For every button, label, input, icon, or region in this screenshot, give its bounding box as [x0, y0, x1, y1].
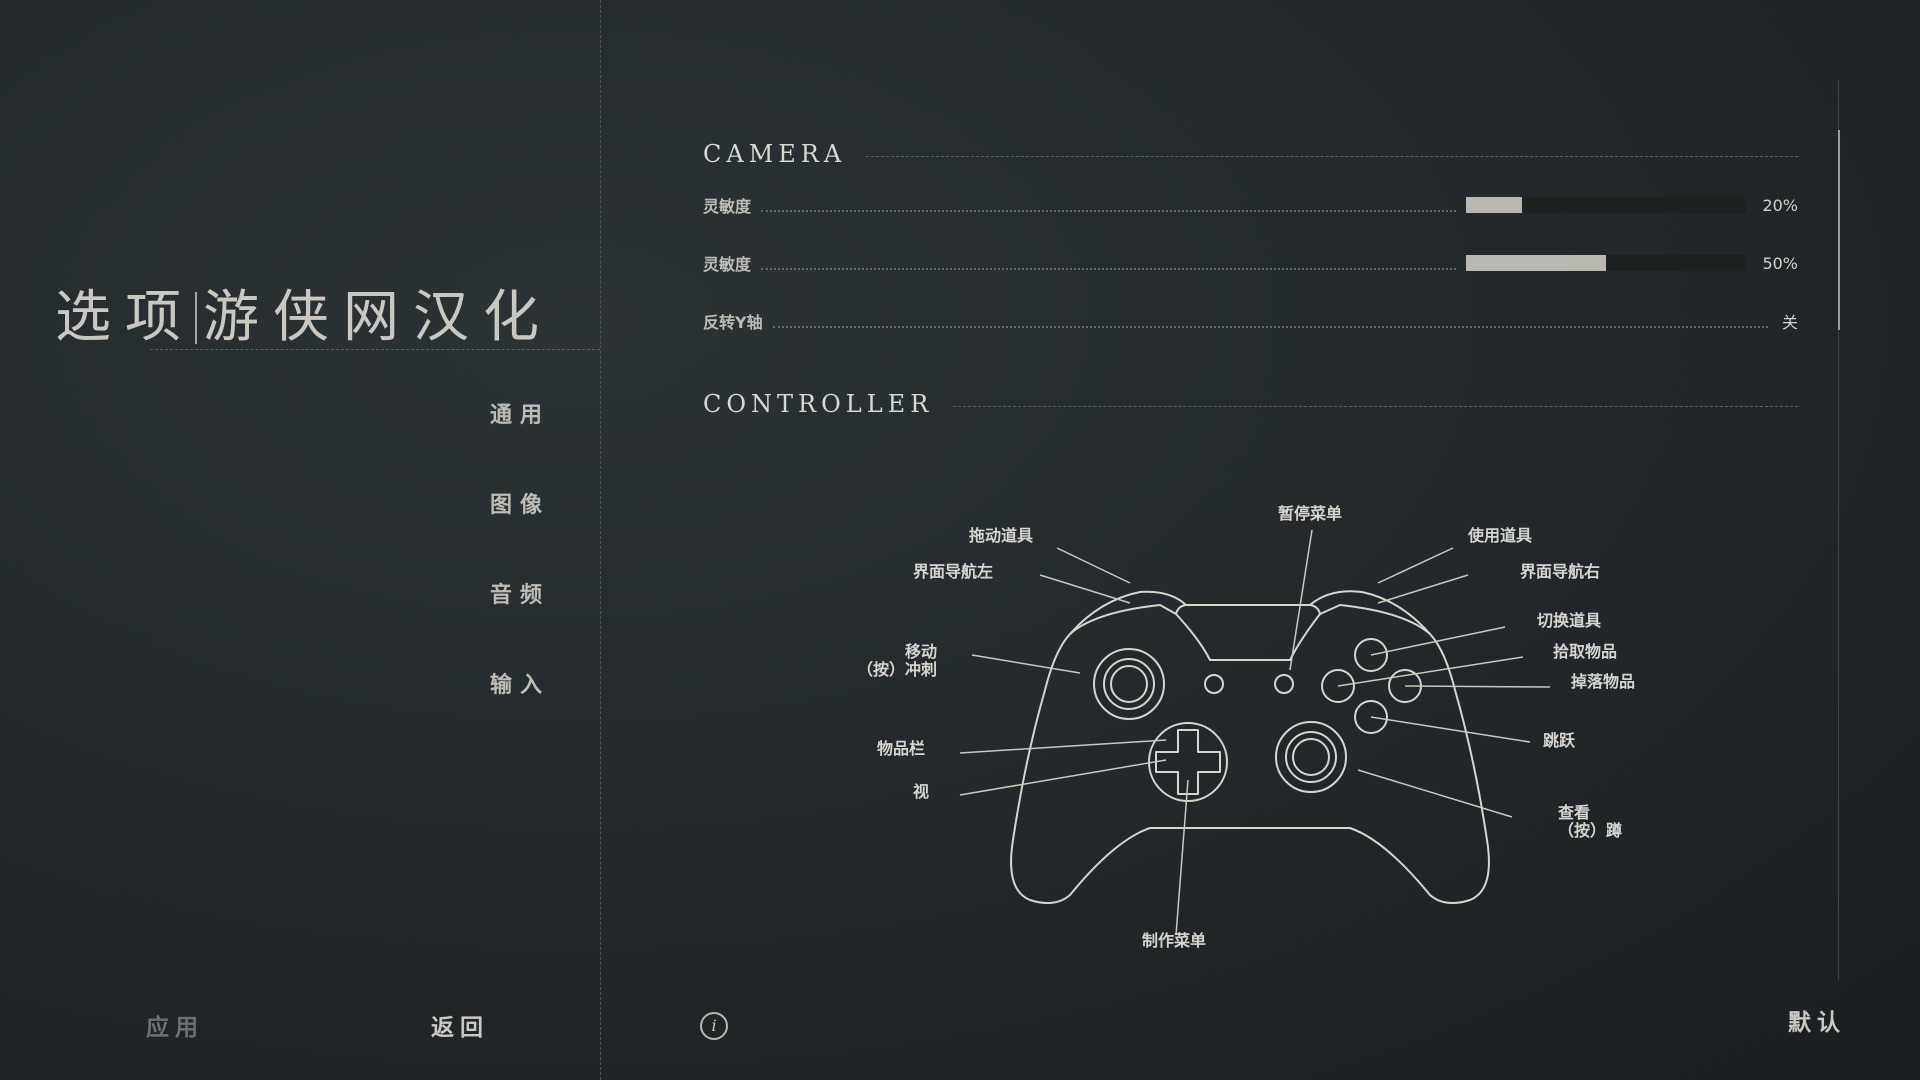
- right-stick-mid: [1285, 731, 1337, 783]
- leader-line: [1404, 685, 1551, 688]
- camera-section-header: CAMERA: [703, 140, 1798, 168]
- face-button-b: [1388, 669, 1422, 703]
- controller-section-header: CONTROLLER: [703, 390, 1798, 418]
- dpad-ring: [1148, 722, 1228, 802]
- slider-value: 50%: [1762, 253, 1798, 273]
- menu-button: [1274, 674, 1294, 694]
- setting-label: 反转Y轴: [703, 313, 763, 332]
- label-use-item: 使用道具: [1468, 526, 1533, 545]
- leader-line: [971, 654, 1081, 674]
- title-rule: [150, 349, 600, 350]
- title-separator: [195, 292, 197, 344]
- slider-value: 20%: [1762, 195, 1798, 215]
- camera-sensitivity-row-2[interactable]: 灵敏度 50%: [703, 248, 1798, 278]
- label-ui-nav-right: 界面导航右: [1520, 562, 1601, 581]
- label-move: 移动 （按）冲刺: [857, 643, 937, 679]
- label-look-line: 查看: [1558, 803, 1591, 822]
- label-pause-menu: 暂停菜单: [1278, 504, 1343, 523]
- label-crouch-line: （按）蹲: [1558, 821, 1623, 840]
- nav-item-graphics[interactable]: 图像: [489, 493, 550, 518]
- right-bumper: [1309, 590, 1431, 635]
- toggle-value[interactable]: 关: [1781, 313, 1798, 332]
- label-move-line: 移动: [904, 642, 937, 661]
- view-button: [1204, 674, 1224, 694]
- label-view: 视: [912, 782, 929, 801]
- controller-top-panel: [1185, 604, 1321, 615]
- info-icon[interactable]: i: [700, 1012, 728, 1040]
- leader-line: [1056, 547, 1131, 584]
- label-drop-item: 掉落物品: [1571, 672, 1636, 691]
- leader-line: [1175, 779, 1189, 936]
- leader-line: [959, 759, 1167, 796]
- setting-label: 灵敏度: [703, 255, 752, 274]
- page-title-main: 选项: [55, 285, 195, 350]
- sidebar-divider: [600, 0, 601, 1080]
- sidebar-nav: 通用 图像 音频 输入: [490, 398, 550, 758]
- invert-y-row[interactable]: 反转Y轴 关: [703, 306, 1798, 336]
- label-drag-item: 拖动道具: [968, 526, 1033, 545]
- left-bumper: [1069, 590, 1187, 635]
- page-title: 选项游侠网汉化: [55, 272, 553, 353]
- sensitivity-slider-1[interactable]: [1466, 197, 1746, 213]
- left-stick-mid: [1103, 658, 1155, 710]
- apply-button[interactable]: 应用: [146, 1015, 204, 1041]
- dotted-leader: [761, 268, 1456, 270]
- right-stick-inner: [1292, 738, 1330, 776]
- slider-fill: [1466, 197, 1522, 213]
- dotted-leader: [772, 326, 1768, 328]
- leader-line: [1357, 769, 1513, 818]
- label-pickup-item: 拾取物品: [1553, 642, 1618, 661]
- default-button[interactable]: 默认: [1788, 1010, 1846, 1036]
- leader-line: [1377, 574, 1469, 604]
- leader-line: [1289, 529, 1313, 671]
- label-craft-menu: 制作菜单: [1142, 931, 1207, 950]
- controller-body: [1010, 604, 1490, 905]
- controller-top-panel: [1175, 604, 1187, 615]
- scroll-track: [1838, 80, 1839, 980]
- label-look: 查看 （按）蹲: [1558, 804, 1622, 840]
- left-stick-inner: [1110, 665, 1148, 703]
- label-ui-nav-left: 界面导航左: [912, 562, 993, 581]
- leader-line: [1337, 656, 1524, 687]
- camera-section-title: CAMERA: [703, 140, 847, 168]
- dotted-leader: [761, 210, 1456, 212]
- leader-line: [959, 739, 1167, 754]
- label-jump: 跳跃: [1543, 731, 1576, 750]
- label-switch-item: 切换道具: [1537, 611, 1602, 630]
- setting-label: 灵敏度: [703, 197, 752, 216]
- label-inventory: 物品栏: [876, 739, 925, 758]
- nav-item-input[interactable]: 输入: [489, 673, 550, 698]
- slider-fill: [1466, 255, 1606, 271]
- left-stick-outer: [1093, 648, 1165, 720]
- face-button-y: [1354, 638, 1388, 672]
- face-button-x: [1321, 669, 1355, 703]
- label-sprint-line: （按）冲刺: [856, 660, 937, 679]
- sensitivity-slider-2[interactable]: [1466, 255, 1746, 271]
- nav-item-general[interactable]: 通用: [489, 403, 550, 428]
- section-rule: [866, 155, 1798, 157]
- camera-sensitivity-row-1[interactable]: 灵敏度 20%: [703, 190, 1798, 220]
- nav-item-audio[interactable]: 音频: [489, 583, 550, 608]
- back-button[interactable]: 返回: [431, 1015, 489, 1041]
- right-stick-outer: [1275, 721, 1347, 793]
- face-button-a: [1354, 700, 1388, 734]
- leader-line: [1370, 626, 1506, 656]
- scrollbar-thumb[interactable]: [1838, 130, 1840, 330]
- leader-line: [1370, 716, 1531, 743]
- page-title-sub: 游侠网汉化: [203, 285, 553, 350]
- controller-section-title: CONTROLLER: [703, 390, 934, 418]
- section-rule: [953, 405, 1798, 407]
- leader-line: [1039, 574, 1131, 604]
- leader-line: [1377, 547, 1454, 584]
- dpad-cross: [1155, 729, 1221, 795]
